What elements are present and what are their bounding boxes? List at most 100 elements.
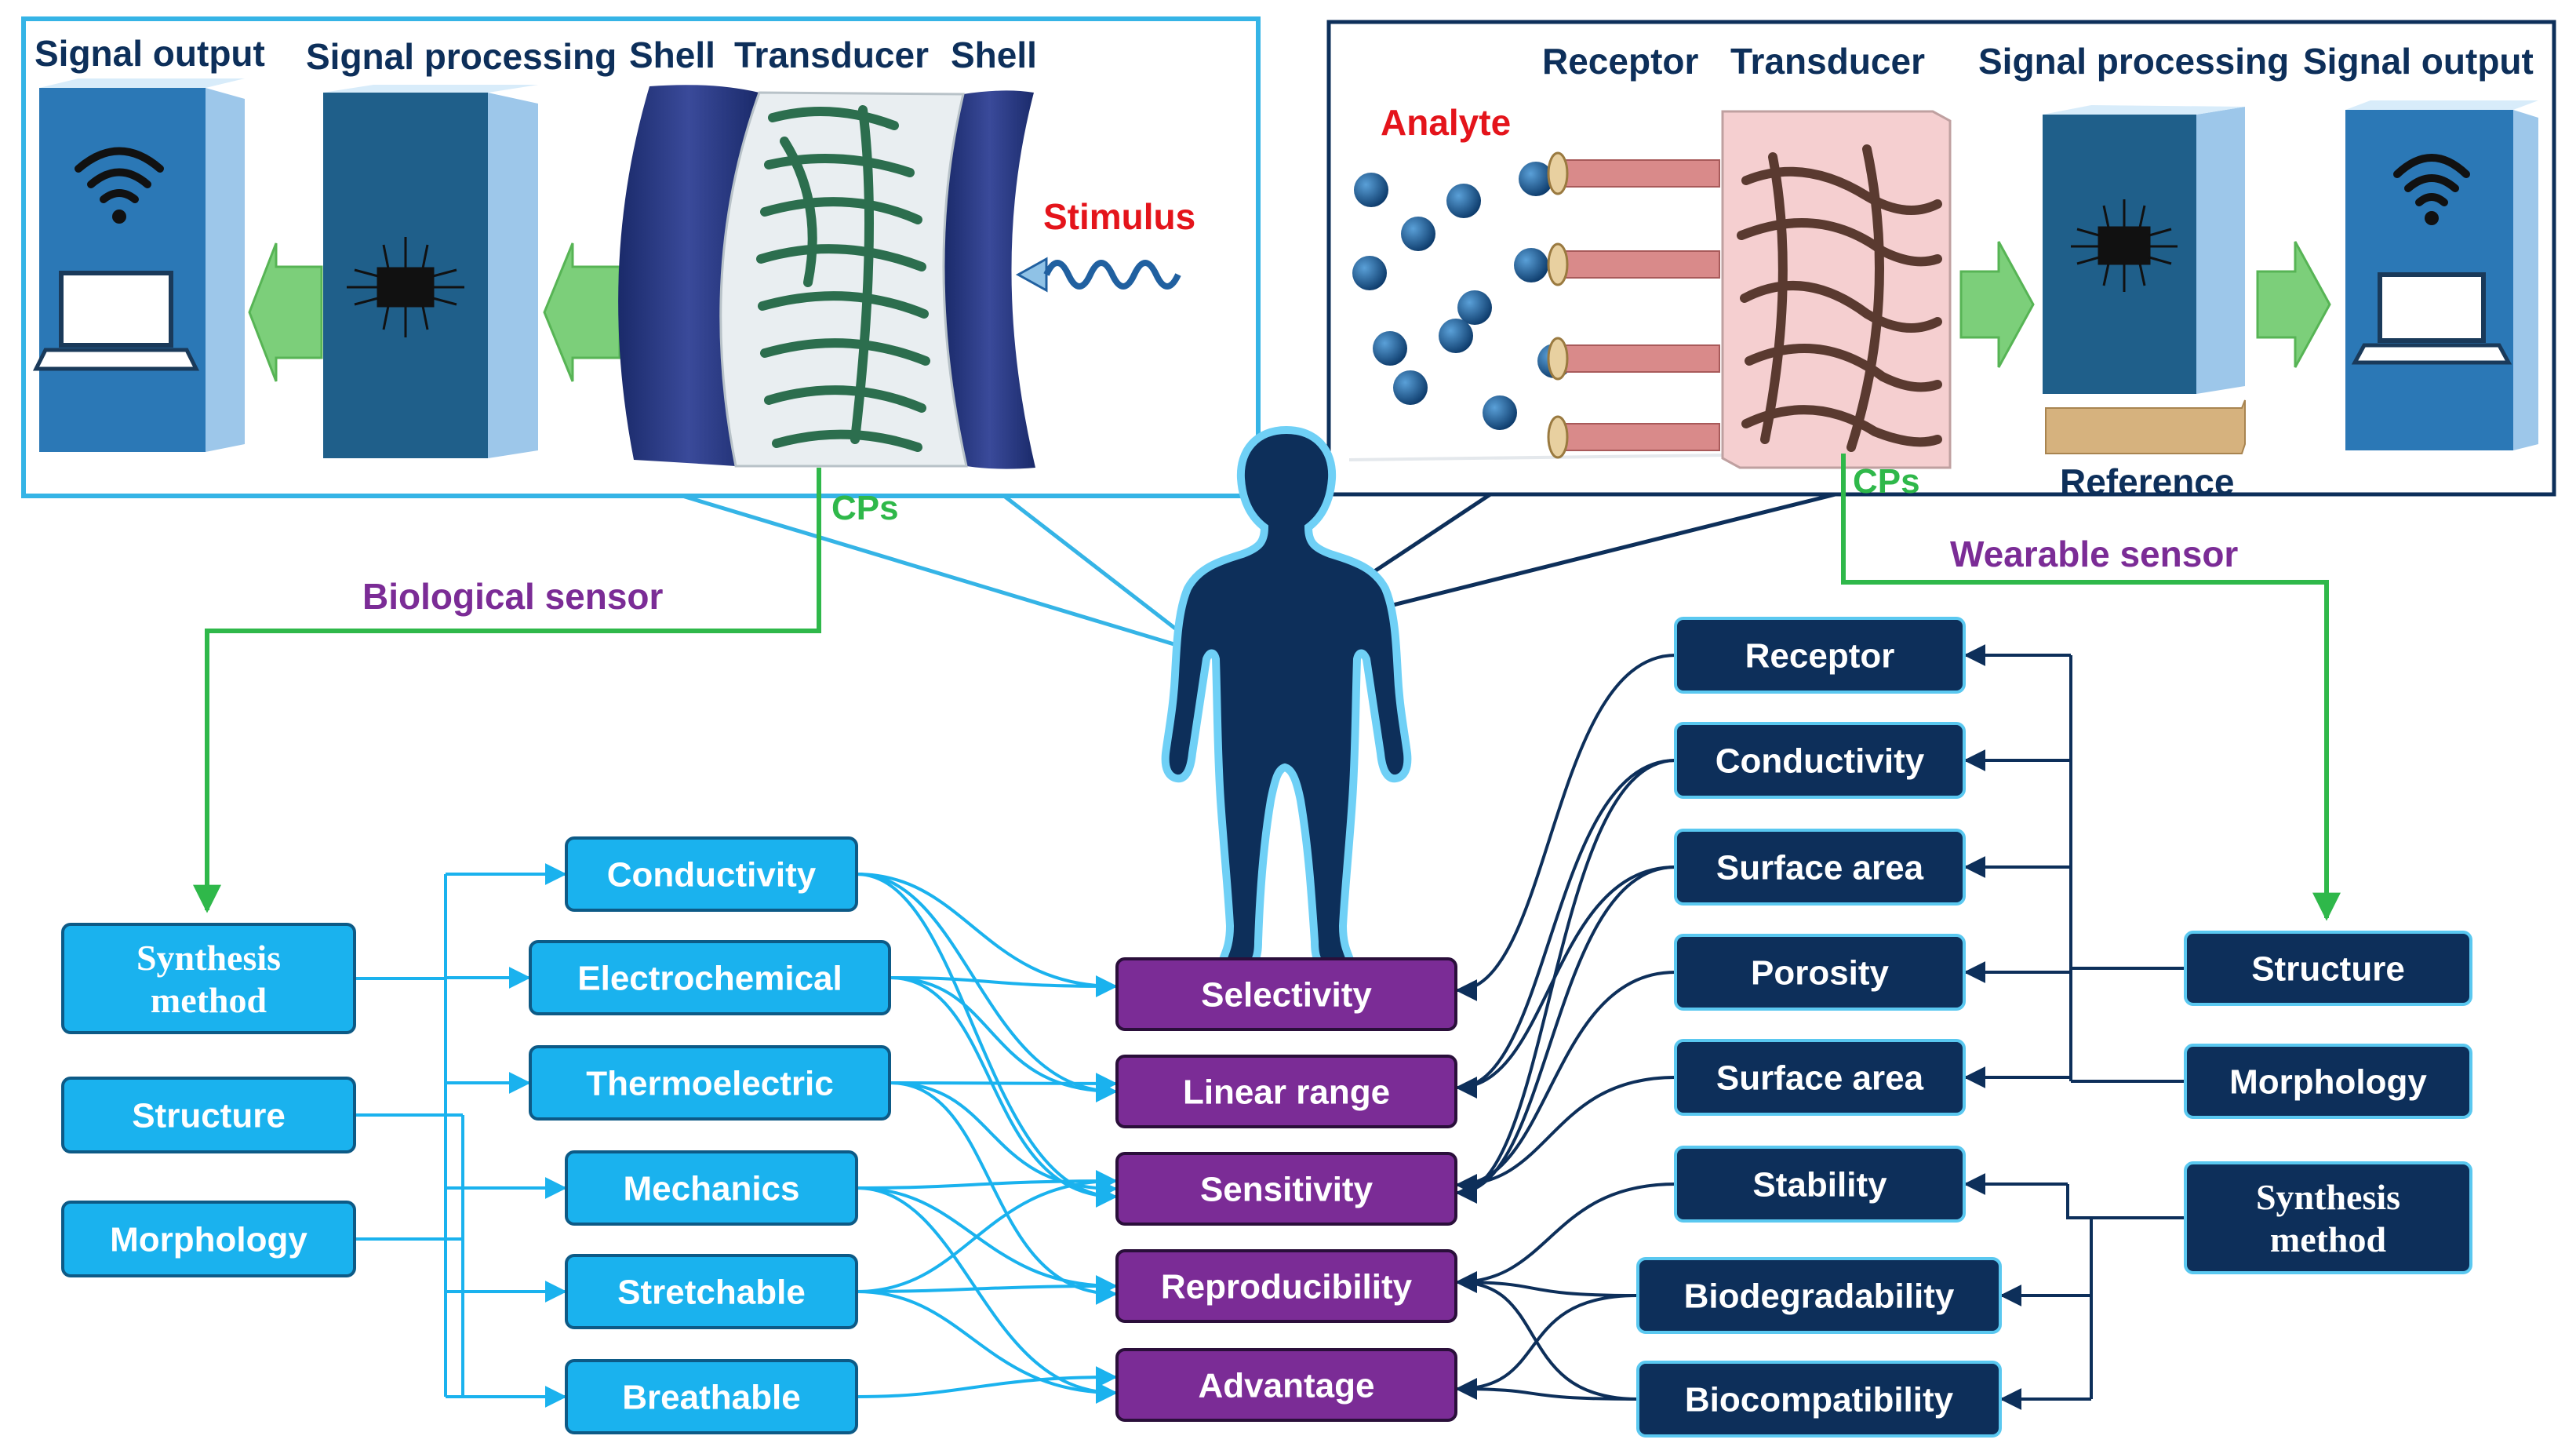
- right-property-biodegradability-label: Biodegradability: [1684, 1277, 1955, 1315]
- wifi-icon: [75, 147, 164, 224]
- right-property-stability-label: Stability: [1752, 1165, 1887, 1204]
- edge-line: [1455, 971, 1676, 1196]
- right-property-surface-area: Surface area: [1674, 829, 1966, 906]
- shell-right: [943, 90, 1035, 469]
- shell-left-label: Shell: [629, 35, 715, 75]
- right-property-receptor-label: Receptor: [1745, 636, 1895, 675]
- metric-sensitivity: Sensitivity: [1115, 1152, 1457, 1226]
- right-property-receptor: Receptor: [1674, 617, 1966, 694]
- signal-output-label: Signal output: [35, 33, 265, 74]
- left-property-electrochemical: Electrochemical: [529, 940, 891, 1015]
- edge-line: [1455, 865, 1676, 1204]
- edge-line: [1455, 1271, 1639, 1401]
- left-property-conductivity: Conductivity: [565, 836, 858, 912]
- left-property-thermoelectric: Thermoelectric: [529, 1045, 891, 1121]
- flow-arrow: [543, 242, 621, 382]
- left-property-mechanics-box: [565, 1150, 858, 1226]
- left-input-morphology-label: Morphology: [110, 1220, 307, 1259]
- right-input-synthesis-label: method: [2270, 1219, 2387, 1259]
- left-property-stretchable-box: [565, 1254, 858, 1329]
- edge-line: [856, 1366, 1118, 1398]
- edge-line: [1455, 1271, 1639, 1297]
- left-input-structure: Structure: [61, 1077, 356, 1153]
- right-property-porosity-label: Porosity: [1751, 953, 1890, 992]
- left-property-mechanics-label: Mechanics: [624, 1169, 800, 1208]
- metric-reproducibility-label: Reproducibility: [1161, 1267, 1413, 1306]
- right-property-porosity: Porosity: [1674, 934, 1966, 1011]
- diagram-boxes: SynthesismethodStructureMorphologyConduc…: [61, 617, 2472, 1438]
- analyte-label: Analyte: [1381, 102, 1511, 143]
- signal-output-label: Signal output: [2303, 41, 2534, 82]
- metric-selectivity-label: Selectivity: [1201, 975, 1372, 1014]
- left-property-conductivity-label: Conductivity: [607, 855, 817, 894]
- left-input-structure-box: [61, 1077, 356, 1153]
- edge-line: [1455, 1378, 1639, 1401]
- metric-reproducibility: Reproducibility: [1115, 1249, 1457, 1323]
- left-property-thermoelectric-label: Thermoelectric: [586, 1064, 833, 1102]
- left-property-breathable-label: Breathable: [622, 1378, 800, 1416]
- left-property-stretchable-label: Stretchable: [617, 1273, 806, 1311]
- left-property-mechanics: Mechanics: [565, 1150, 858, 1226]
- edge-line: [856, 1170, 1118, 1293]
- right-input-structure-label: Structure: [2251, 949, 2405, 988]
- receptor-label: Receptor: [1542, 41, 1698, 82]
- right-property-biocompatibility: Biocompatibility: [1636, 1361, 2002, 1438]
- left-property-breathable-box: [565, 1359, 858, 1434]
- transducer-label: Transducer: [734, 35, 929, 75]
- flow-arrow: [1959, 241, 2035, 368]
- laptop-icon: [32, 271, 200, 371]
- edge-line: [856, 1275, 1118, 1298]
- edge-line: [1455, 1294, 1639, 1400]
- right-property-biodegradability-box: [1636, 1257, 2002, 1334]
- chip-icon: [2071, 199, 2178, 292]
- metric-sensitivity-box: [1115, 1152, 1457, 1226]
- right-property-surface-area: Surface area: [1674, 1039, 1966, 1116]
- edge-line: [856, 1170, 1118, 1193]
- stimulus-label: Stimulus: [1043, 196, 1195, 237]
- edge-line: [889, 1072, 1118, 1095]
- right-property-surface-area-label: Surface area: [1716, 1059, 1924, 1097]
- metric-linear-range-box: [1115, 1055, 1457, 1128]
- signal-processing-label: Signal processing: [1978, 41, 2289, 82]
- left-input-morphology-box: [61, 1201, 356, 1277]
- right-input-morphology-label: Morphology: [2229, 1062, 2427, 1101]
- left-property-conductivity-box: [565, 836, 858, 912]
- metric-selectivity: Selectivity: [1115, 957, 1457, 1031]
- right-property-receptor-box: [1674, 617, 1966, 694]
- right-input-synthesis-box: [2184, 1161, 2472, 1274]
- right-property-biodegradability: Biodegradability: [1636, 1257, 2002, 1334]
- receptor-rods: [1547, 151, 1720, 459]
- right-input-morphology: Morphology: [2184, 1044, 2472, 1119]
- left-input-synthesis-label: method: [151, 980, 267, 1020]
- connection-lines: [355, 644, 2185, 1410]
- signal-processing-label: Signal processing: [306, 36, 617, 77]
- right-property-conductivity-box: [1674, 722, 1966, 799]
- left-input-structure-label: Structure: [132, 1096, 286, 1135]
- shell-right-label: Shell: [951, 35, 1037, 75]
- right-property-porosity-box: [1674, 934, 1966, 1011]
- edge-line: [856, 873, 1118, 1102]
- right-input-structure-box: [2184, 931, 2472, 1006]
- flow-arrow: [2256, 241, 2331, 368]
- metric-advantage-label: Advantage: [1199, 1366, 1375, 1405]
- edge-line: [889, 976, 1118, 1208]
- edge-line: [889, 1081, 1118, 1200]
- metric-advantage-box: [1115, 1348, 1457, 1422]
- green-connectors: [193, 454, 2341, 921]
- edge-line: [889, 976, 1118, 1102]
- cps-label: CPs: [831, 489, 899, 527]
- metric-reproducibility-box: [1115, 1249, 1457, 1323]
- reference-label: Reference: [2060, 461, 2234, 502]
- laptop-icon: [2351, 272, 2512, 365]
- wifi-icon: [2393, 154, 2470, 225]
- polymer-fibers: [756, 105, 930, 452]
- wearable-sensor-label: Wearable sensor: [1950, 534, 2238, 574]
- edge-line: [1455, 865, 1676, 1099]
- reference-block: [2045, 399, 2246, 454]
- left-property-thermoelectric-box: [529, 1045, 891, 1121]
- edge-line: [856, 1290, 1118, 1404]
- right-property-stability-box: [1674, 1146, 1966, 1223]
